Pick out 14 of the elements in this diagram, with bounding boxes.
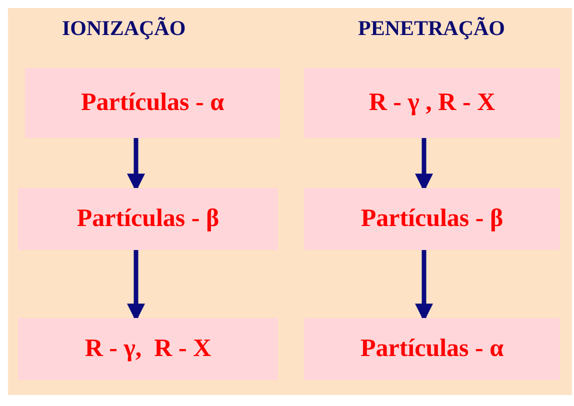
box-label: Partículas - α [360, 335, 504, 363]
text-box [304, 188, 560, 250]
box-label: Partículas - β [360, 205, 504, 233]
text-box [304, 68, 560, 138]
text-box [25, 68, 280, 138]
text-box [304, 318, 560, 380]
box-label: R - γ, R - X [84, 335, 212, 363]
text-box [18, 188, 278, 250]
column-heading: PENETRAÇÃO [358, 16, 506, 41]
column-heading: IONIZAÇÃO [62, 16, 186, 41]
box-label: R - γ , R - X [368, 89, 496, 117]
box-label: Partículas - α [80, 89, 224, 117]
text-box [18, 318, 278, 380]
box-label: Partículas - β [76, 205, 220, 233]
